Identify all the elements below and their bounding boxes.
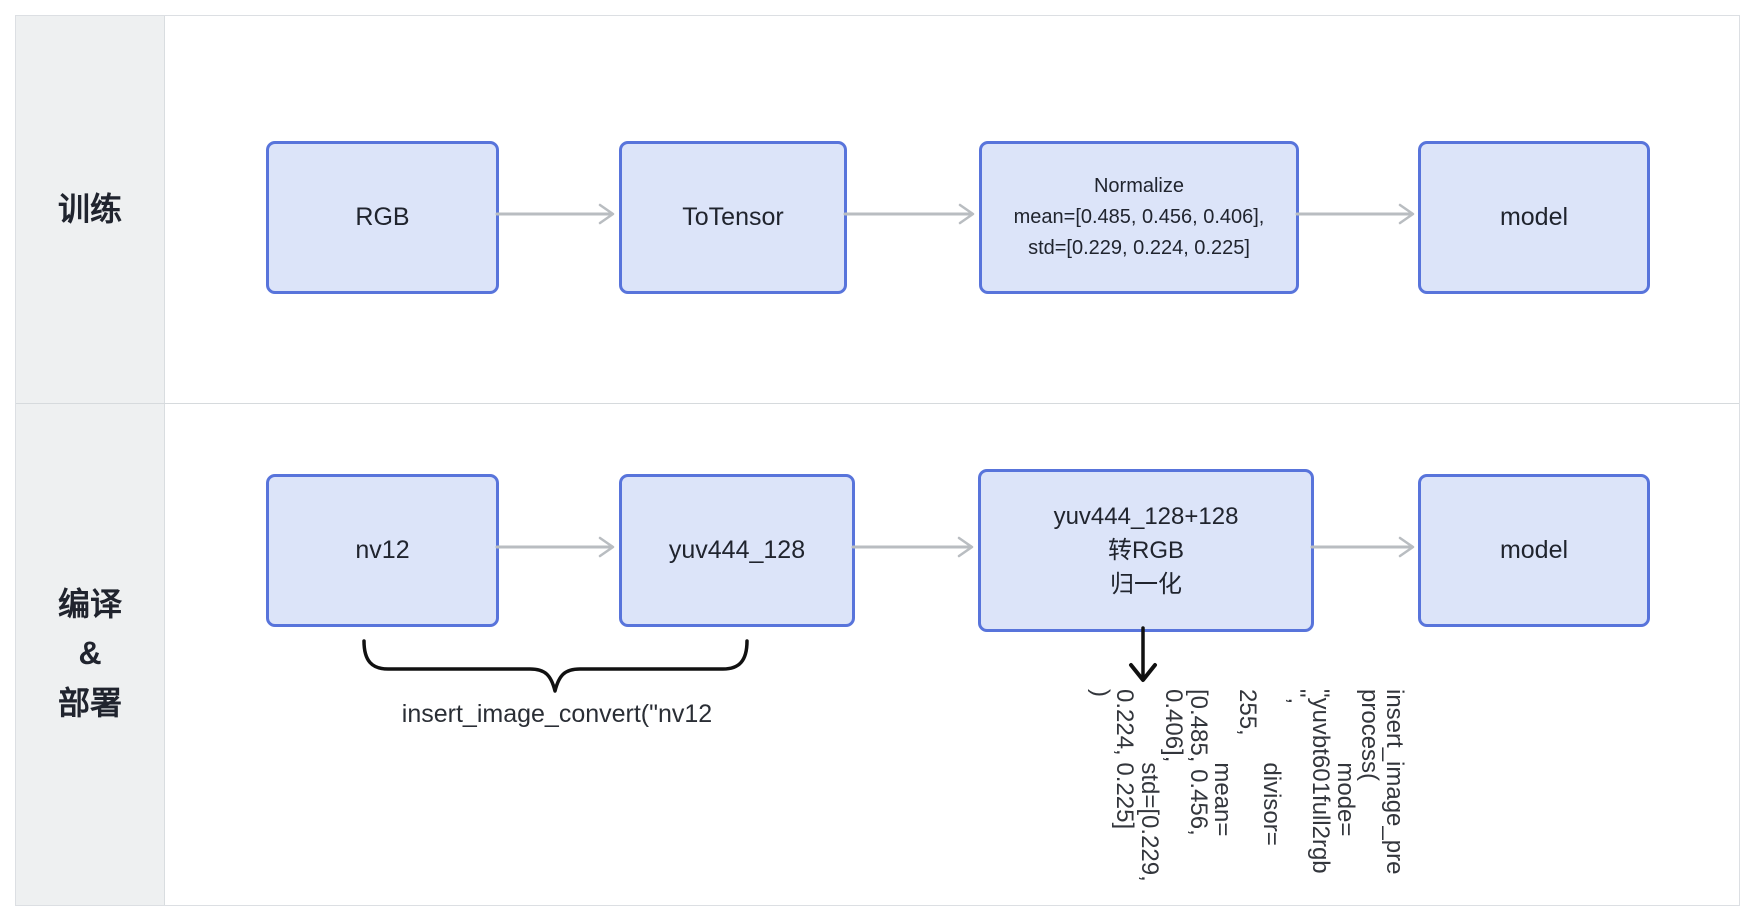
node-normalize: Normalize mean=[0.485, 0.456, 0.406], st… [979, 141, 1299, 294]
node-totensor-label: ToTensor [682, 203, 784, 231]
row-training: 训练 [16, 16, 164, 403]
arrow-rgb-totensor [495, 203, 615, 225]
node-normalize-label: Normalize mean=[0.485, 0.456, 0.406], st… [1013, 175, 1265, 259]
underbrace [362, 639, 749, 693]
row-label-column [16, 16, 165, 905]
arrow-normalize-model [1295, 203, 1415, 225]
node-yuv-convert: yuv444_128+128 转RGB 归一化 [978, 469, 1314, 632]
node-yuv444-128-label: yuv444_128 [668, 536, 806, 564]
node-model-train-label: model [1499, 203, 1569, 231]
arrow-convert-preprocess [1129, 626, 1157, 682]
node-yuv444-128: yuv444_128 [619, 474, 855, 627]
preprocess-annotation: insert_image_pre process( mode= "yuvbt60… [1087, 689, 1408, 882]
pipeline-diagram: 训练 编译 & 部署 RGB ToTensor Normalize mean=[… [15, 15, 1740, 906]
row-label-compile-deploy: 编译 & 部署 [57, 585, 122, 721]
node-nv12-label: nv12 [355, 536, 410, 564]
row-divider [16, 403, 1739, 404]
node-yuv-convert-label: yuv444_128+128 转RGB 归一化 [1053, 502, 1239, 598]
node-model-deploy: model [1418, 474, 1650, 627]
node-nv12: nv12 [266, 474, 499, 627]
row-compile-deploy: 编译 & 部署 [16, 403, 164, 905]
node-model-train: model [1418, 141, 1650, 294]
node-totensor: ToTensor [619, 141, 847, 294]
node-rgb: RGB [266, 141, 499, 294]
node-rgb-label: RGB [355, 203, 410, 231]
arrow-convert-model [1310, 536, 1415, 558]
row-label-training: 训练 [57, 190, 122, 227]
arrow-yuv444-convert [851, 536, 974, 558]
arrow-totensor-normalize [843, 203, 975, 225]
arrow-nv12-yuv444 [495, 536, 615, 558]
node-model-deploy-label: model [1499, 536, 1569, 564]
convert-annotation: insert_image_convert("nv12 [401, 700, 713, 728]
